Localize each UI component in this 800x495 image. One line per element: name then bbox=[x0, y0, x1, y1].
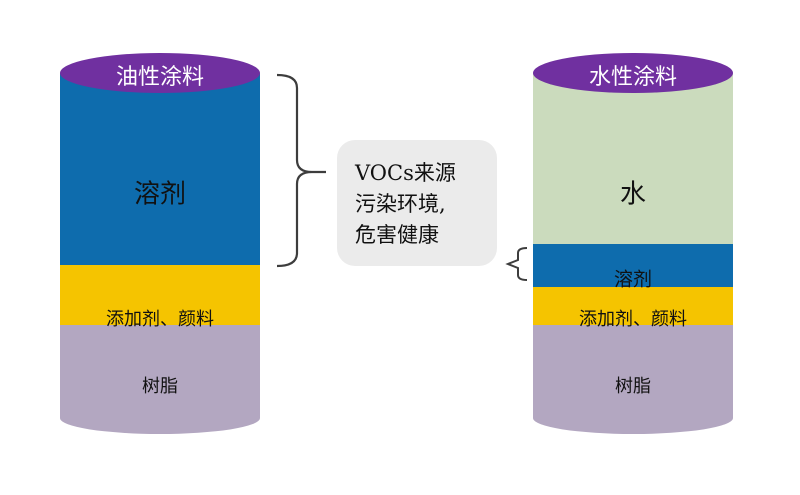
water-solvent-layer bbox=[533, 244, 733, 287]
water-paint-title: 水性涂料 bbox=[588, 65, 678, 90]
water-top-cap bbox=[533, 53, 733, 93]
callout-box bbox=[337, 140, 497, 266]
water-resin-layer bbox=[533, 325, 733, 434]
oil-paint-cylinder bbox=[60, 53, 260, 434]
oil-additives-label: 添加剂、颜料 bbox=[106, 309, 214, 330]
water-water-layer bbox=[533, 73, 733, 244]
callout-line-1: VOCs来源 bbox=[355, 161, 456, 185]
water-additives-label: 添加剂、颜料 bbox=[579, 309, 687, 330]
water-solvent-label: 溶剂 bbox=[613, 268, 653, 291]
oil-top-cap bbox=[60, 53, 260, 93]
oil-additives-layer bbox=[60, 265, 260, 325]
callout-line-3: 危害健康 bbox=[355, 223, 439, 247]
water-resin-label: 树脂 bbox=[615, 376, 651, 397]
water-additives-layer bbox=[533, 287, 733, 325]
callout-text: VOCs来源 污染环境, 危害健康 bbox=[355, 158, 495, 251]
solvent-bracket-small bbox=[505, 247, 528, 281]
callout-line-2: 污染环境, bbox=[355, 192, 446, 216]
oil-solvent-layer bbox=[60, 73, 260, 265]
water-water-label: 水 bbox=[619, 179, 647, 210]
oil-resin-layer bbox=[60, 325, 260, 434]
oil-resin-label: 树脂 bbox=[142, 376, 178, 397]
oil-solvent-label: 溶剂 bbox=[133, 179, 187, 210]
oil-paint-title: 油性涂料 bbox=[115, 65, 205, 90]
solvent-bracket-large bbox=[276, 73, 326, 268]
water-paint-cylinder bbox=[533, 53, 733, 434]
